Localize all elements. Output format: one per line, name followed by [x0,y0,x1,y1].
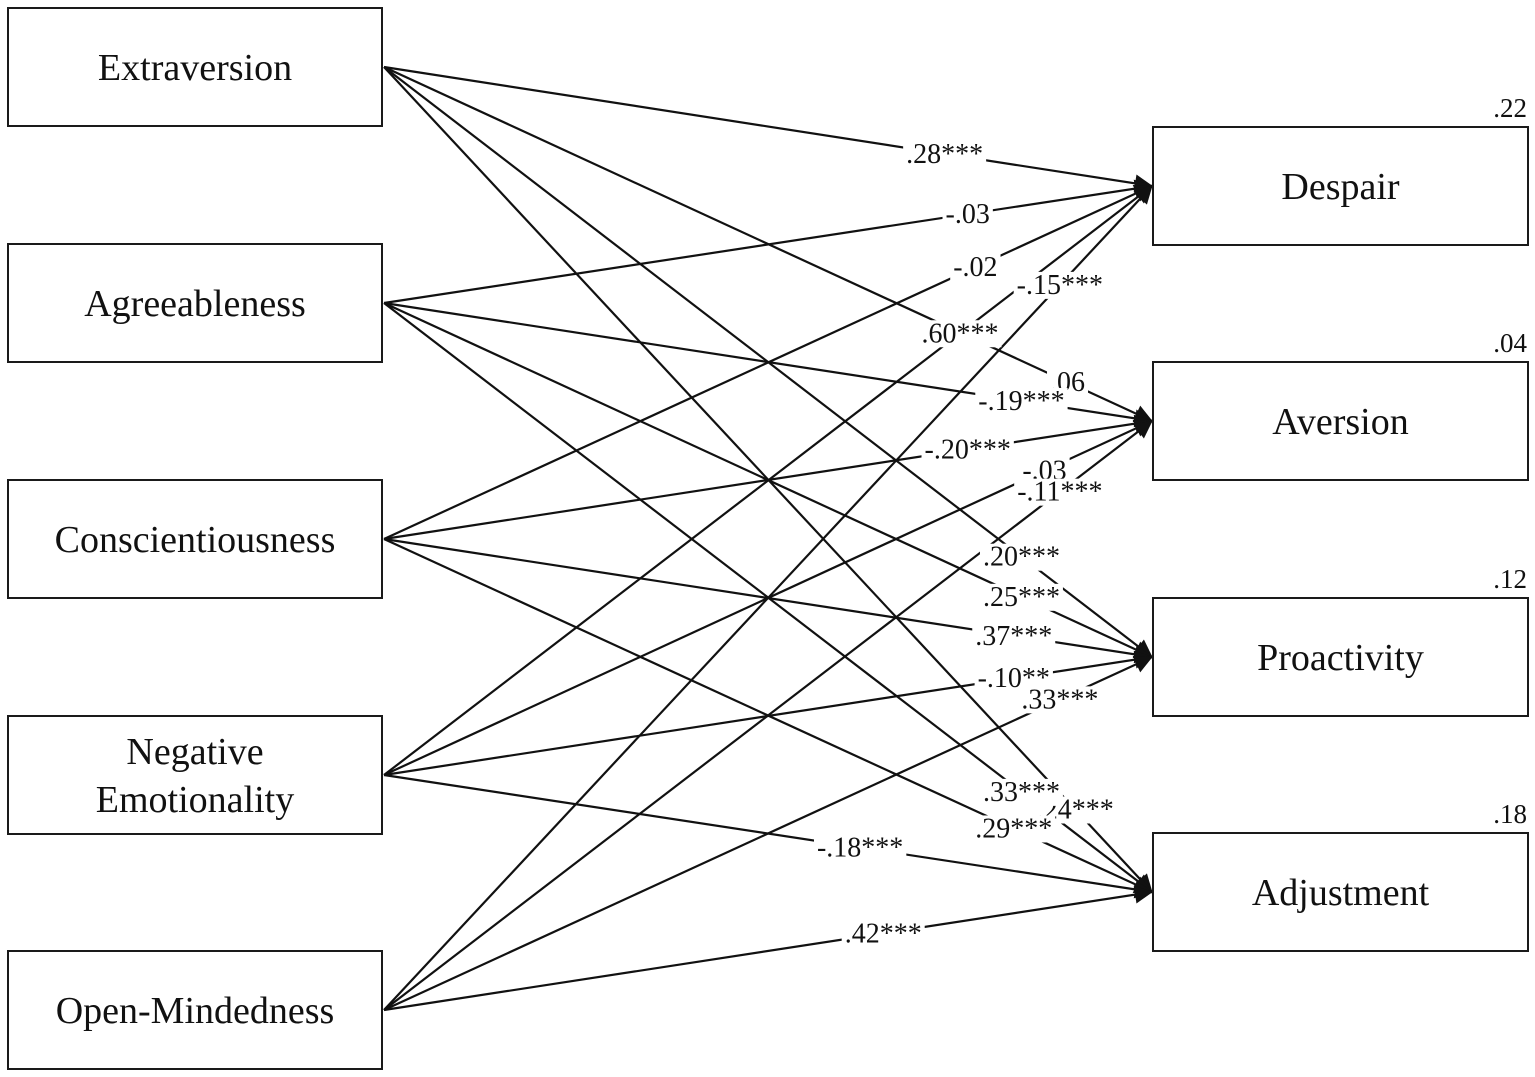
coefficient-label-background [942,201,993,229]
outcome-box-frame [1152,832,1529,952]
outcome-label: Proactivity [1257,637,1424,679]
predictor-label: Negative [126,731,263,773]
path-arrow-open-mindedness-to-aversion [383,420,1153,1011]
coefficient-label-background [918,320,1002,348]
path-arrows [383,65,1153,1012]
coefficient-label: .33*** [983,777,1060,808]
path-coefficient-extraversion-to-despair: .28*** [903,139,987,170]
coefficient-label: .28*** [906,139,983,170]
coefficient-label: .33*** [1021,684,1098,715]
coefficient-label: .60*** [922,318,999,349]
coefficient-label: -.18*** [817,833,903,864]
predictor-box-frame [7,479,383,599]
outcome-box-adjustment: Adjustment .18 [1152,799,1529,952]
outcome-label: Aversion [1272,401,1409,443]
path-coefficients: .28***.06.20***.24***-.03-.19***.25***.3… [813,139,1117,949]
outcome-label: Adjustment [1252,872,1430,914]
coefficient-label: .20*** [983,542,1060,573]
coefficient-label-background [1013,271,1107,299]
path-coefficient-agreeableness-to-adjustment: .33*** [979,777,1063,808]
coefficient-label: .29*** [975,813,1052,844]
coefficient-label: -.02 [953,252,997,283]
coefficient-label: .37*** [975,621,1052,652]
coefficient-label-background [1018,686,1102,714]
outcome-box-despair: Despair .22 [1152,93,1529,246]
path-arrow-open-mindedness-to-adjustment [383,885,1153,1012]
predictor-box-extraversion: Extraversion [7,7,383,127]
path-coefficient-open-mindedness-to-despair: -.15*** [1013,270,1107,301]
coefficient-label: -.15*** [1017,270,1103,301]
path-arrow-agreeableness-to-despair [383,179,1153,305]
path-coefficient-open-mindedness-to-aversion: -.11*** [1014,477,1106,508]
explained-variance-value: .22 [1493,93,1527,123]
variable-boxes: ExtraversionAgreeablenessConscientiousne… [7,7,1529,1070]
coefficient-label: -.19*** [978,386,1064,417]
coefficient-label-background [972,622,1056,650]
predictor-label: Extraversion [98,47,292,89]
predictor-box-conscientiousness: Conscientiousness [7,479,383,599]
coefficient-label-background [979,778,1063,806]
coefficient-label: -.11*** [1017,477,1102,508]
path-arrow-open-mindedness-to-despair [383,185,1153,1011]
path-coefficient-conscientiousness-to-aversion: -.20*** [921,434,1014,465]
coefficient-label-background [979,583,1063,611]
path-coefficient-open-mindedness-to-proactivity: .33*** [1018,684,1102,715]
coefficient-label-background [903,140,987,168]
outcome-box-frame [1152,126,1529,246]
predictor-box-open-mindedness: Open-Mindedness [7,950,383,1070]
coefficient-label: .42*** [845,918,922,949]
explained-variance-value: .18 [1493,799,1527,829]
path-coefficient-agreeableness-to-proactivity: .25*** [979,582,1063,613]
path-arrow-conscientiousness-to-despair [383,184,1153,540]
coefficient-label: .25*** [983,582,1060,613]
outcome-box-frame [1152,361,1529,481]
coefficient-label-background [841,920,925,948]
path-coefficient-agreeableness-to-aversion: -.19*** [975,386,1068,417]
path-coefficient-extraversion-to-proactivity: .20*** [979,542,1063,573]
predictor-label: Conscientiousness [55,519,336,561]
predictor-box-frame [7,950,383,1070]
coefficient-label-background [975,387,1068,415]
outcome-box-frame [1152,597,1529,717]
predictor-box-frame [7,243,383,363]
explained-variance-value: .12 [1493,564,1527,594]
path-coefficient-open-mindedness-to-adjustment: .42*** [841,918,925,949]
predictor-label: Open-Mindedness [56,990,335,1032]
predictor-label: Emotionality [96,779,294,821]
predictor-box-frame [7,715,383,835]
path-coefficient-negative-emotionality-to-adjustment: -.18*** [813,833,907,864]
outcome-label: Despair [1281,166,1400,208]
path-arrow-extraversion-to-despair [383,65,1153,193]
predictor-box-agreeableness: Agreeableness [7,243,383,363]
coefficient-label-background [972,815,1056,843]
path-coefficient-conscientiousness-to-proactivity: .37*** [972,621,1056,652]
outcome-box-proactivity: Proactivity .12 [1152,564,1529,717]
coefficient-label-background [1014,478,1106,506]
path-coefficient-agreeableness-to-despair: -.03 [942,199,993,230]
path-coefficient-conscientiousness-to-despair: -.02 [950,252,1001,283]
coefficient-label-background [813,834,907,862]
predictor-label: Agreeableness [84,283,306,325]
coefficient-label-background [950,254,1001,282]
coefficient-label: -.20*** [925,434,1011,465]
coefficient-label-background [921,436,1014,464]
coefficient-label: -.03 [946,199,990,230]
predictor-box-frame [7,7,383,127]
path-coefficient-negative-emotionality-to-despair: .60*** [918,318,1002,349]
path-coefficient-conscientiousness-to-adjustment: .29*** [972,813,1056,844]
coefficient-label-background [979,543,1063,571]
explained-variance-value: .04 [1493,328,1527,358]
path-arrow-open-mindedness-to-proactivity [383,655,1153,1011]
outcome-box-aversion: Aversion .04 [1152,328,1529,481]
